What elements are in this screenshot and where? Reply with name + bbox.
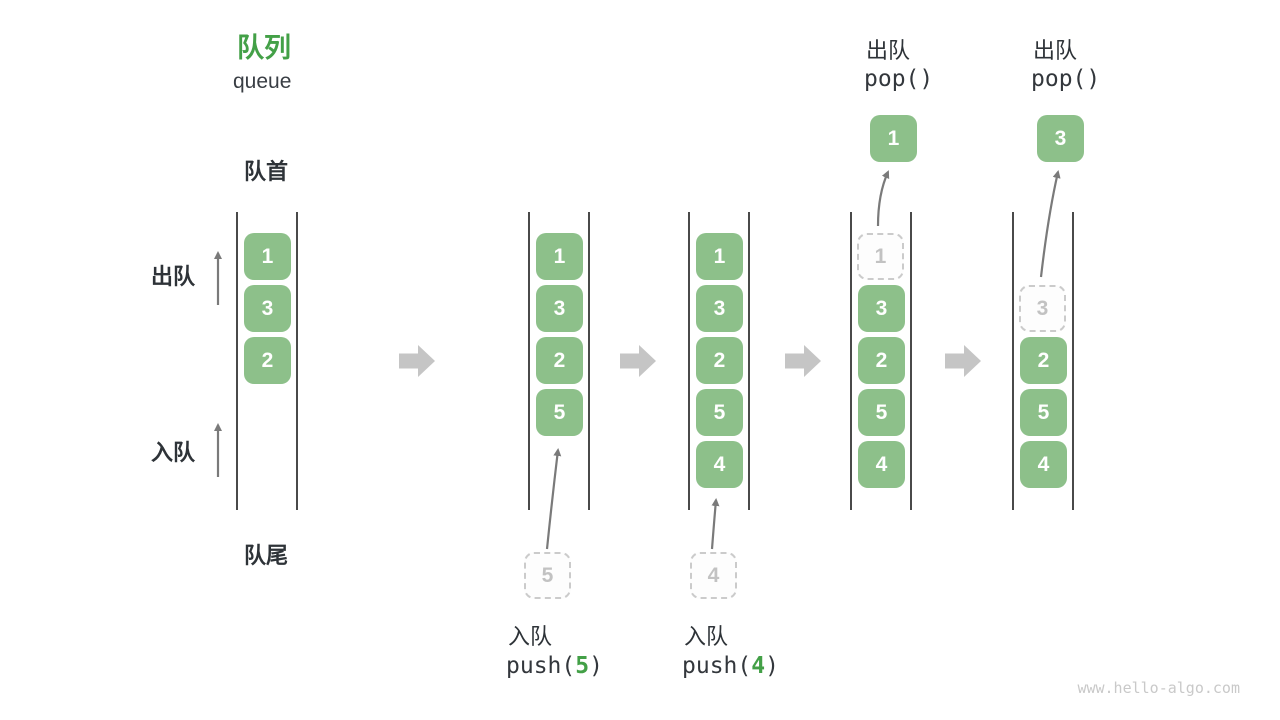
pop1-arrow-icon bbox=[876, 170, 890, 227]
queue-wall-left-4 bbox=[850, 212, 852, 510]
code-arg: 5 bbox=[575, 653, 590, 679]
op-code-pop: pop() bbox=[1031, 66, 1101, 92]
queue-cell: 4 bbox=[696, 441, 743, 488]
queue-cell: 2 bbox=[536, 337, 583, 384]
queue-cell: 5 bbox=[1020, 389, 1067, 436]
code-arg: 4 bbox=[751, 653, 766, 679]
op-code-pop: pop() bbox=[864, 66, 934, 92]
queue-cell: 3 bbox=[696, 285, 743, 332]
queue-cell: 2 bbox=[244, 337, 291, 384]
pop3-arrow-icon bbox=[1039, 170, 1061, 278]
code-close: ) bbox=[765, 653, 779, 679]
step-arrow-icon bbox=[399, 345, 435, 377]
pending-cell: 5 bbox=[524, 552, 571, 599]
queue-wall-right-4 bbox=[910, 212, 912, 510]
op-code-push5: push(5) bbox=[506, 653, 603, 679]
diagram-title-zh: 队列 bbox=[237, 33, 291, 63]
queue-cell: 1 bbox=[536, 233, 583, 280]
queue-cell: 3 bbox=[858, 285, 905, 332]
push5-arrow-icon bbox=[545, 448, 562, 550]
code-fn: push( bbox=[506, 653, 576, 679]
op-label-enqueue: 入队 bbox=[684, 624, 729, 649]
queue-wall-right-1 bbox=[296, 212, 298, 510]
queue-wall-right-5 bbox=[1072, 212, 1074, 510]
queue-cell: 2 bbox=[696, 337, 743, 384]
queue-cell: 5 bbox=[696, 389, 743, 436]
watermark: www.hello-algo.com bbox=[1077, 679, 1240, 697]
popped-cell: 3 bbox=[1037, 115, 1084, 162]
popped-slot-cell: 1 bbox=[857, 233, 904, 280]
op-label-enqueue: 入队 bbox=[508, 624, 553, 649]
popped-cell: 1 bbox=[870, 115, 917, 162]
queue-wall-left-1 bbox=[236, 212, 238, 510]
label-enqueue-side: 入队 bbox=[151, 440, 196, 465]
queue-cell: 2 bbox=[858, 337, 905, 384]
queue-cell: 3 bbox=[536, 285, 583, 332]
label-dequeue-side: 出队 bbox=[151, 264, 196, 289]
queue-cell: 5 bbox=[858, 389, 905, 436]
queue-cell: 4 bbox=[858, 441, 905, 488]
op-code-push4: push(4) bbox=[682, 653, 779, 679]
code-fn: push( bbox=[682, 653, 752, 679]
queue-wall-right-2 bbox=[588, 212, 590, 510]
queue-cell: 5 bbox=[536, 389, 583, 436]
popped-slot-cell: 3 bbox=[1019, 285, 1066, 332]
queue-cell: 2 bbox=[1020, 337, 1067, 384]
queue-wall-left-5 bbox=[1012, 212, 1014, 510]
queue-wall-left-3 bbox=[688, 212, 690, 510]
push4-arrow-icon bbox=[710, 498, 720, 550]
pending-cell: 4 bbox=[690, 552, 737, 599]
queue-wall-left-2 bbox=[528, 212, 530, 510]
queue-cell: 1 bbox=[696, 233, 743, 280]
queue-cell: 3 bbox=[244, 285, 291, 332]
queue-wall-right-3 bbox=[748, 212, 750, 510]
diagram-title-en: queue bbox=[233, 70, 292, 93]
step-arrow-icon bbox=[785, 345, 821, 377]
queue-cell: 4 bbox=[1020, 441, 1067, 488]
op-label-dequeue: 出队 bbox=[1033, 38, 1078, 63]
queue-cell: 1 bbox=[244, 233, 291, 280]
code-close: ) bbox=[589, 653, 603, 679]
label-queue-front: 队首 bbox=[244, 159, 289, 184]
label-queue-rear: 队尾 bbox=[244, 543, 289, 568]
step-arrow-icon bbox=[945, 345, 981, 377]
step-arrow-icon bbox=[620, 345, 656, 377]
op-label-dequeue: 出队 bbox=[866, 38, 911, 63]
